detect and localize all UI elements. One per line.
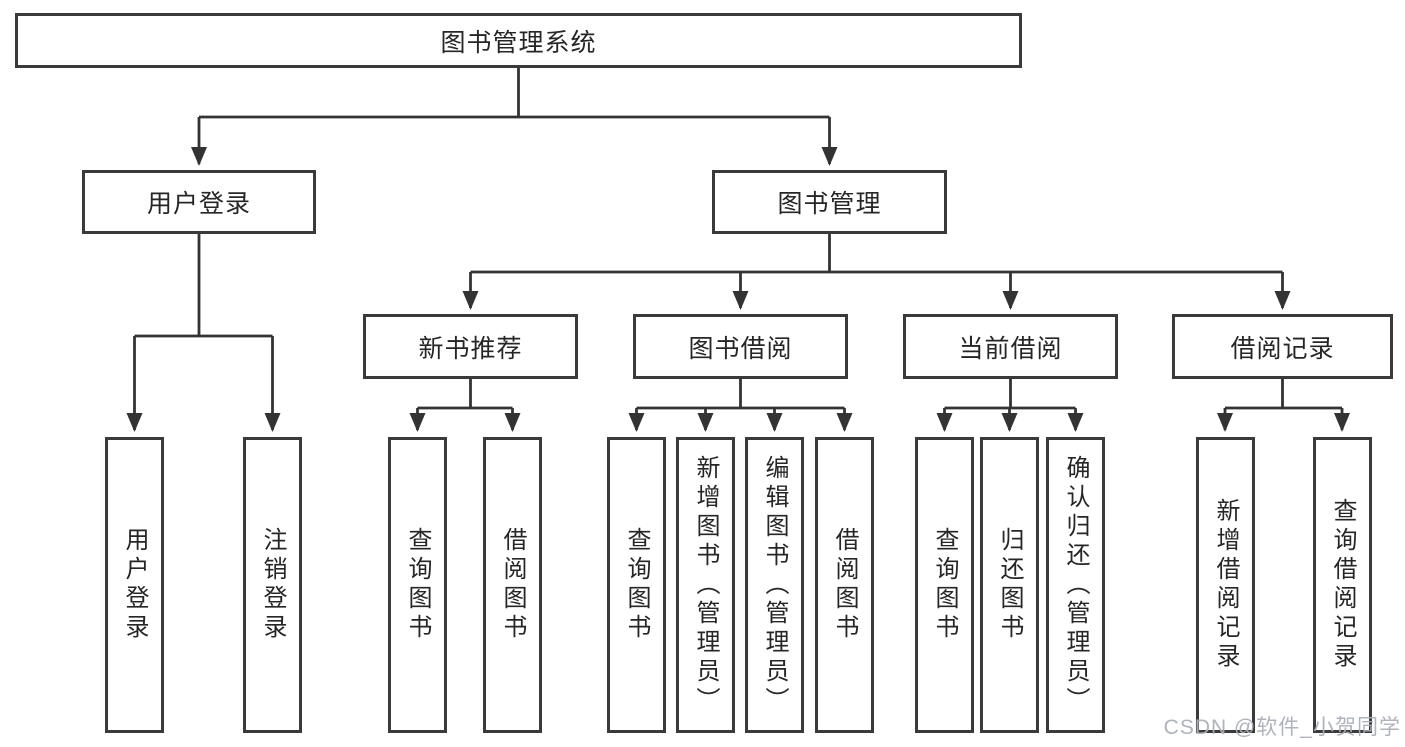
leaf-edit-books-admin: 编辑图书（管理员） xyxy=(745,437,804,733)
leaf-borrow-books: 借阅图书 xyxy=(815,437,874,733)
leaf-query-borrow-record: 查询借阅记录 xyxy=(1313,437,1372,733)
leaf-add-borrow-record: 新增借阅记录 xyxy=(1196,437,1255,733)
leaf-user-login: 用户登录 xyxy=(105,437,164,733)
leaf-return-books: 归还图书 xyxy=(980,437,1039,733)
node-book-management: 图书管理 xyxy=(712,170,947,234)
leaf-confirm-return-admin: 确认归还（管理员） xyxy=(1046,437,1105,733)
leaf-borrow-books-recommend: 借阅图书 xyxy=(483,437,542,733)
leaf-query-books-borrowing: 查询图书 xyxy=(607,437,666,733)
node-current-borrowing: 当前借阅 xyxy=(903,314,1118,379)
leaf-query-books-current: 查询图书 xyxy=(915,437,974,733)
node-user-login: 用户登录 xyxy=(82,170,316,234)
leaf-logout: 注销登录 xyxy=(243,437,302,733)
node-book-borrowing: 图书借阅 xyxy=(633,314,848,379)
csdn-watermark: CSDN @软件_小贺同学 xyxy=(1163,716,1401,739)
leaf-query-books-recommend: 查询图书 xyxy=(388,437,447,733)
node-new-book-recommend: 新书推荐 xyxy=(363,314,578,379)
leaf-add-books-admin: 新增图书（管理员） xyxy=(676,437,735,733)
node-library-management-system: 图书管理系统 xyxy=(15,13,1022,68)
node-borrowing-records: 借阅记录 xyxy=(1172,314,1393,379)
